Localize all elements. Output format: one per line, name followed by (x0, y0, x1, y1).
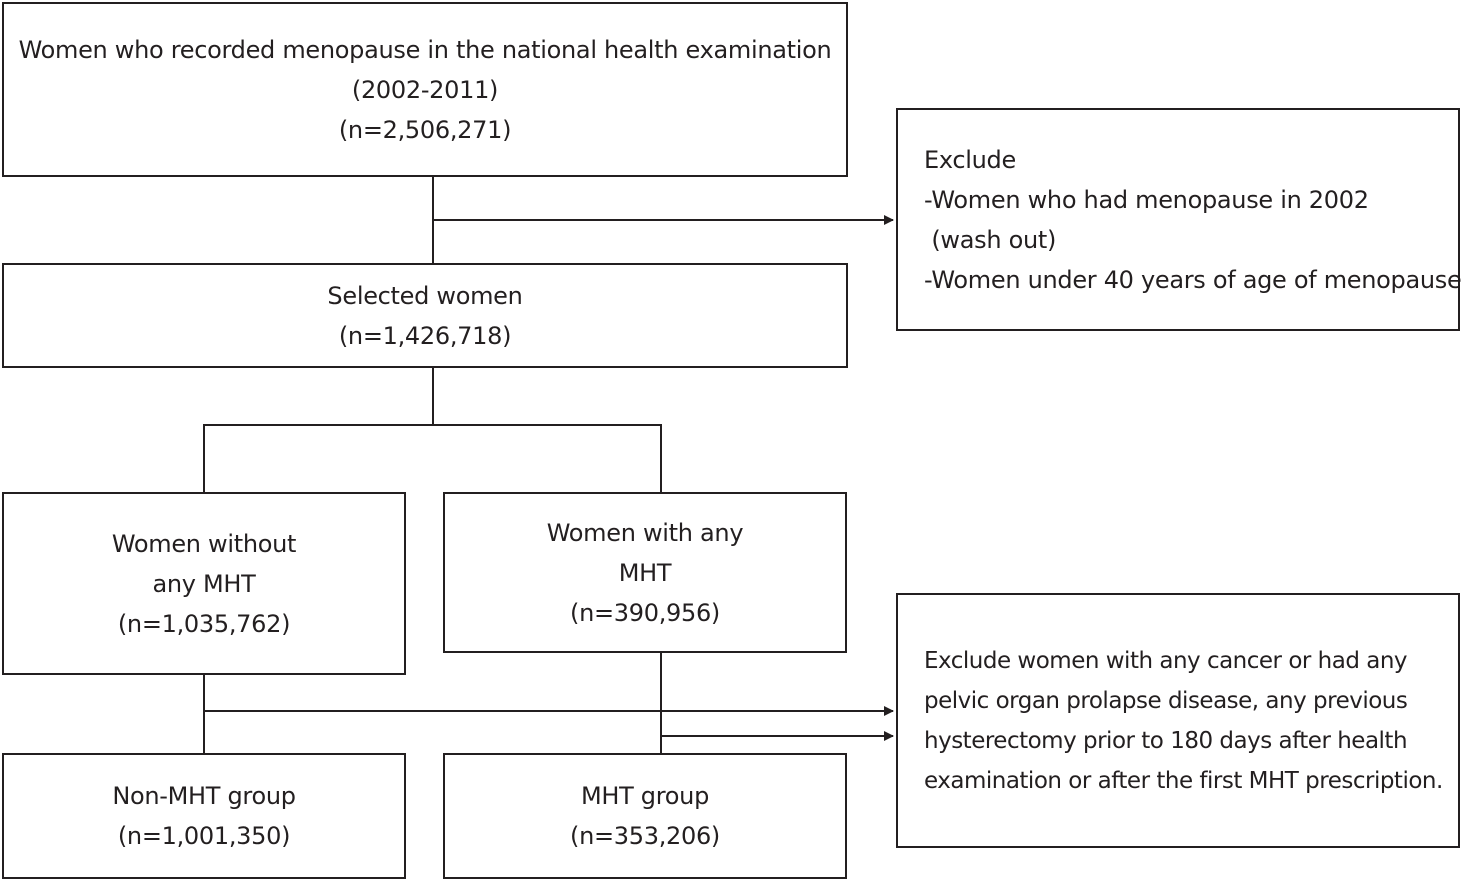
with-mht-line-1: Women with any (546, 518, 744, 547)
box-selected-women: Selected women (n=1,426,718) (2, 263, 848, 368)
selected-women-line-2: (n=1,426,718) (338, 321, 512, 350)
exclusion-1-line-2: -Women who had menopause in 2002 (924, 185, 1369, 214)
exclusion-1-line-3: (wash out) (924, 225, 1057, 254)
without-mht-line-1: Women without (111, 529, 297, 558)
non-mht-group-line-1: Non-MHT group (112, 782, 296, 810)
box-mht-group: MHT group (n=353,206) (443, 753, 847, 879)
box-women-with-mht: Women with any MHT (n=390,956) (443, 492, 847, 653)
initial-cohort-line-1: Women who recorded menopause in the nati… (18, 35, 832, 64)
selected-women-line-1: Selected women (327, 281, 523, 310)
initial-cohort-line-3: (n=2,506,271) (338, 115, 512, 144)
box-non-mht-group: Non-MHT group (n=1,001,350) (2, 753, 406, 879)
exclusion-2-line-2: pelvic organ prolapse disease, any previ… (924, 687, 1408, 714)
exclusion-2-line-1: Exclude women with any cancer or had any (924, 647, 1408, 674)
with-mht-line-2: MHT (618, 558, 672, 587)
exclusion-1-line-4: -Women under 40 years of age of menopaus… (924, 265, 1461, 294)
with-mht-line-3: (n=390,956) (570, 598, 720, 627)
mht-group-line-2: (n=353,206) (570, 822, 720, 850)
exclusion-1-line-1: Exclude (924, 145, 1016, 174)
box-initial-cohort: Women who recorded menopause in the nati… (2, 2, 848, 177)
initial-cohort-line-2: (2002-2011) (351, 75, 499, 104)
without-mht-line-2: any MHT (152, 569, 256, 598)
exclusion-2-line-4: examination or after the first MHT presc… (924, 767, 1443, 794)
box-women-without-mht: Women without any MHT (n=1,035,762) (2, 492, 406, 675)
mht-group-line-1: MHT group (580, 782, 710, 810)
exclusion-2-line-3: hysterectomy prior to 180 days after hea… (924, 727, 1408, 754)
without-mht-line-3: (n=1,035,762) (117, 609, 291, 638)
non-mht-group-line-2: (n=1,001,350) (117, 822, 291, 850)
box-exclusion-1: Exclude -Women who had menopause in 2002… (896, 108, 1461, 331)
box-exclusion-2: Exclude women with any cancer or had any… (896, 593, 1460, 848)
